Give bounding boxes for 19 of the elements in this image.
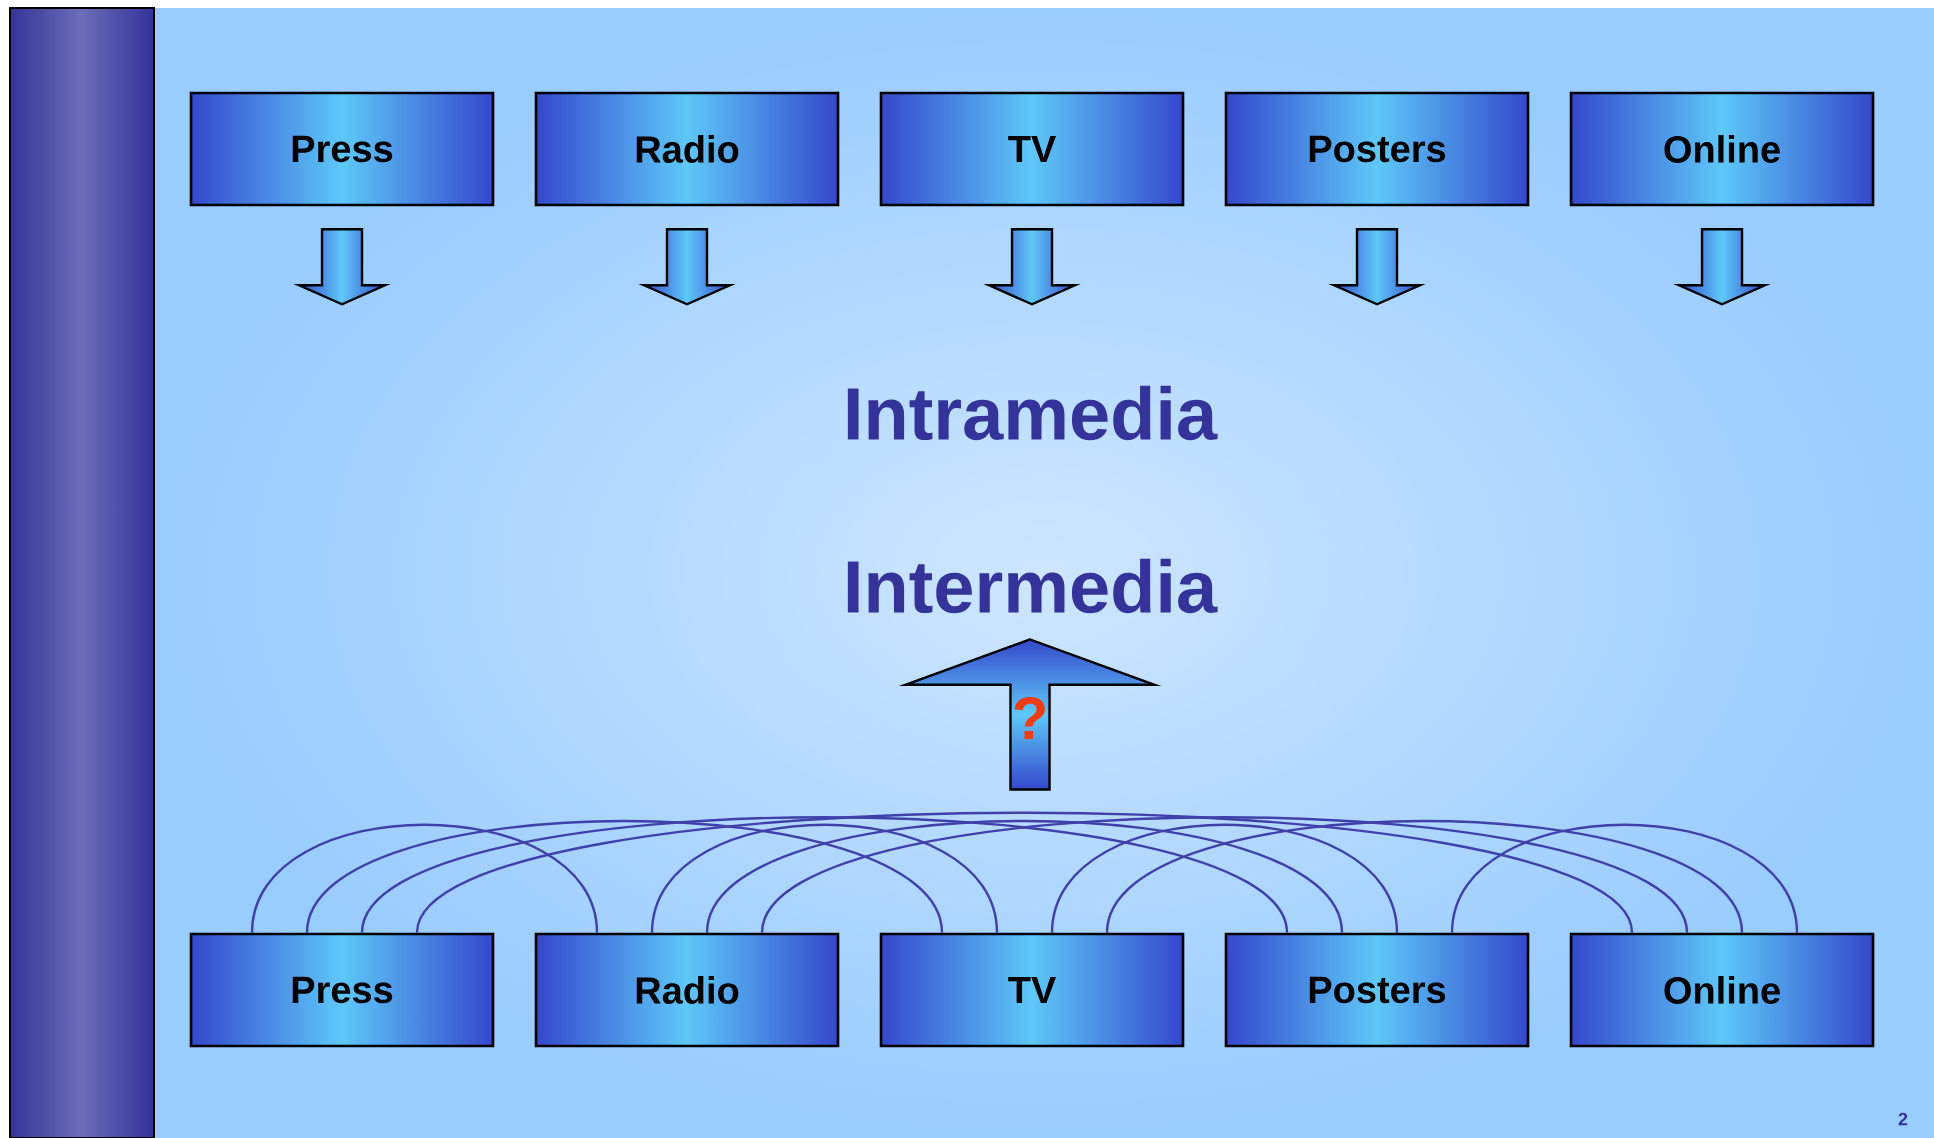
arc-line bbox=[1105, 819, 1744, 934]
arc-line bbox=[305, 819, 944, 934]
page-number: 2 bbox=[1898, 1112, 1908, 1126]
media-box: Press bbox=[189, 91, 495, 207]
arc-line bbox=[650, 823, 999, 933]
arc-line bbox=[1050, 823, 1399, 933]
media-box: Posters bbox=[1224, 932, 1530, 1048]
media-box: TV bbox=[879, 91, 1185, 207]
arc-line bbox=[705, 819, 1344, 934]
arc-line bbox=[250, 823, 599, 933]
media-box: Radio bbox=[534, 932, 840, 1048]
arc-line bbox=[1450, 823, 1799, 933]
media-box: Press bbox=[189, 932, 495, 1048]
media-box: Online bbox=[1569, 91, 1875, 207]
media-box: Radio bbox=[534, 91, 840, 207]
heading: Intramedia bbox=[847, 385, 1218, 441]
media-box: Online bbox=[1569, 932, 1875, 1048]
media-box: TV bbox=[879, 932, 1185, 1048]
media-box: Posters bbox=[1224, 91, 1530, 207]
